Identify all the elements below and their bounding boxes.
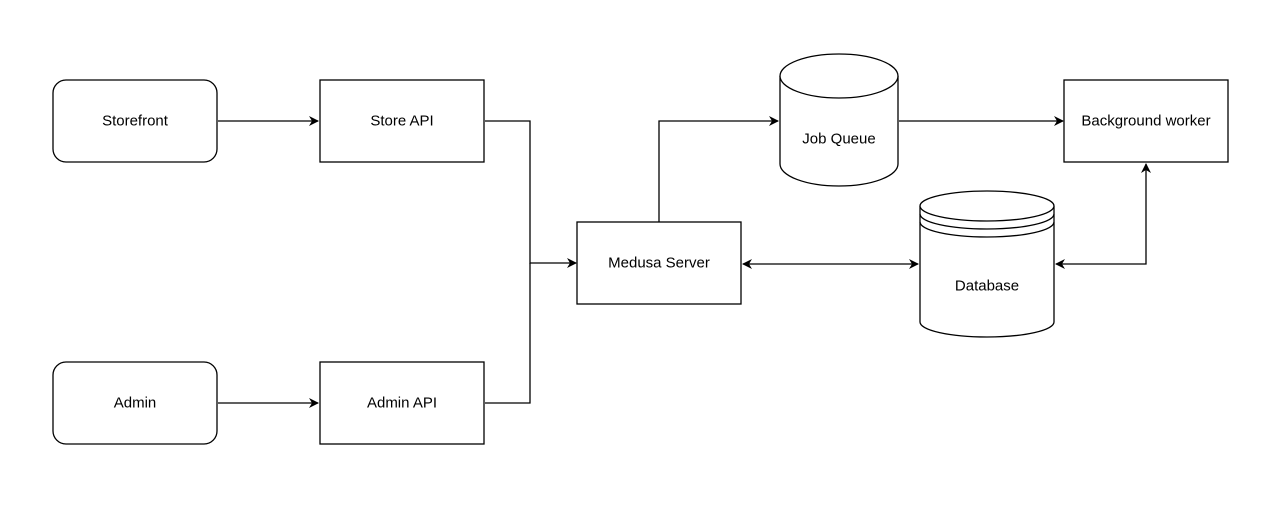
node-store-api[interactable]: Store API <box>319 79 485 163</box>
database-ring-2 <box>919 221 1055 238</box>
edge-medusa-server-to-job-queue <box>658 116 779 222</box>
edge-admin-api-to-medusa-server <box>485 263 531 404</box>
node-admin-api-label: Admin API <box>367 395 437 412</box>
node-storefront-label: Storefront <box>102 113 169 130</box>
database-cylinder-body <box>919 206 1055 338</box>
edges <box>218 116 1151 408</box>
job-queue-cylinder-body <box>779 76 899 187</box>
node-database-label: Database <box>955 278 1019 295</box>
node-background-worker-label: Background worker <box>1081 113 1210 130</box>
node-store-api-label: Store API <box>370 113 433 130</box>
job-queue-cylinder-top <box>779 53 899 99</box>
node-medusa-server-label: Medusa Server <box>608 255 710 272</box>
node-database[interactable]: Database <box>919 190 1055 338</box>
node-admin[interactable]: Admin <box>52 361 218 445</box>
node-admin-api[interactable]: Admin API <box>319 361 485 445</box>
node-job-queue[interactable]: Job Queue <box>779 53 899 187</box>
edge-store-api-to-medusa-server <box>485 120 577 268</box>
node-background-worker[interactable]: Background worker <box>1063 79 1229 163</box>
edge-database-background-worker-bidirectional <box>1055 163 1151 269</box>
database-cylinder-top <box>919 190 1055 222</box>
node-admin-label: Admin <box>114 395 157 412</box>
node-storefront[interactable]: Storefront <box>52 79 218 163</box>
database-ring-1 <box>919 213 1055 230</box>
node-job-queue-label: Job Queue <box>802 131 875 148</box>
node-medusa-server[interactable]: Medusa Server <box>576 221 742 305</box>
